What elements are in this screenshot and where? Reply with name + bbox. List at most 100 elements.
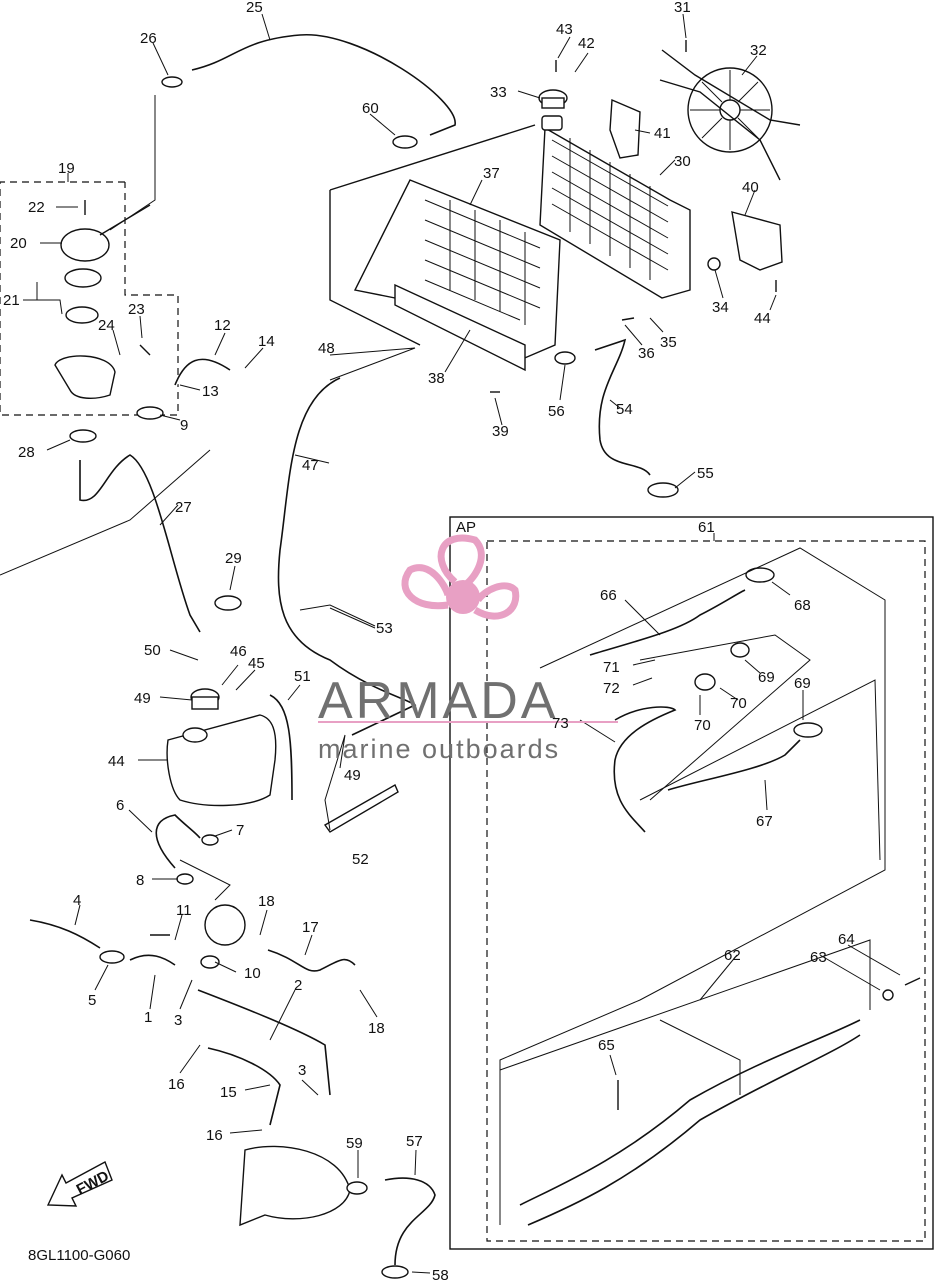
part-number-label: 9 <box>180 417 188 434</box>
part-number-label: 40 <box>742 179 759 196</box>
hose-6 <box>155 814 201 869</box>
part-number-label: 43 <box>556 21 573 38</box>
ap-group-box <box>449 516 934 1250</box>
part-number-label: 45 <box>248 655 265 672</box>
part-number-label: 39 <box>492 423 509 440</box>
part-number-label: 30 <box>674 153 691 170</box>
part-number-label: 48 <box>318 340 335 357</box>
part-number-label: 11 <box>176 902 192 919</box>
part-number-label: 37 <box>483 165 500 182</box>
part-number-label: 53 <box>376 620 393 637</box>
leader-lines <box>0 13 901 1274</box>
part-number-label: 1 <box>144 1009 152 1026</box>
group-label: AP <box>456 519 476 536</box>
part-number-label: 62 <box>724 947 741 964</box>
part-number-label: 60 <box>362 100 379 117</box>
thermostat-group-box <box>0 181 179 416</box>
hose-1 <box>129 954 176 966</box>
reservoir-tank-45 <box>166 714 277 807</box>
radiator-assembly <box>329 115 691 372</box>
part-number-label: 31 <box>674 0 691 16</box>
part-number-label: 44 <box>754 310 771 327</box>
fan-bracket-41 <box>731 211 783 271</box>
part-number-label: 73 <box>552 715 569 732</box>
hose-clamps <box>69 76 823 1279</box>
part-number-label: 36 <box>638 345 655 362</box>
hose-48 <box>277 377 417 736</box>
part-number-label: 16 <box>206 1127 223 1144</box>
part-number-label: 34 <box>712 299 729 316</box>
propeller-icon <box>401 534 520 620</box>
strip-53 <box>323 784 399 833</box>
part-number-label: 29 <box>225 550 242 567</box>
part-number-label: 14 <box>258 333 275 350</box>
hose-68 <box>667 739 801 791</box>
part-number-label: 8 <box>136 872 144 889</box>
part-number-label: 58 <box>432 1267 449 1282</box>
part-number-label: 10 <box>244 965 261 982</box>
part-number-label: 6 <box>116 797 124 814</box>
part-number-label: 13 <box>202 383 219 400</box>
part-number-label: 69 <box>794 675 811 692</box>
gasket-22 <box>64 268 102 288</box>
part-number-label: 27 <box>175 499 192 516</box>
part-number-label: 2 <box>294 977 302 994</box>
part-number-label: 65 <box>598 1037 615 1054</box>
part-number-label: 15 <box>220 1084 237 1101</box>
water-pump <box>239 1145 351 1227</box>
part-number-label: 46 <box>230 643 247 660</box>
part-number-label: 22 <box>28 199 45 216</box>
hose-26 <box>191 34 456 136</box>
hose-2 <box>197 989 331 1096</box>
hose-74 <box>613 706 677 833</box>
part-number-label: 64 <box>838 931 855 948</box>
part-number-label: 68 <box>794 597 811 614</box>
part-number-label: 18 <box>368 1020 385 1037</box>
part-number-label: 71 <box>603 659 620 676</box>
part-number-label: 67 <box>756 813 773 830</box>
part-number-label: 52 <box>352 851 369 868</box>
watermark-logo: ARMADA marine outboards <box>318 534 618 764</box>
part-number-label: 20 <box>10 235 27 252</box>
fwd-arrow-icon: FWD <box>46 1161 113 1207</box>
part-number-label: 5 <box>88 992 96 1009</box>
tank-cap-50 <box>190 688 220 710</box>
joint-9 <box>204 904 246 946</box>
part-number-label: 3 <box>298 1062 306 1079</box>
part-number-label: 26 <box>140 30 157 47</box>
cooling-fan <box>659 49 801 181</box>
part-number-label: 44 <box>108 753 125 770</box>
thermostat-housing <box>54 355 116 399</box>
part-number-label: 51 <box>294 668 311 685</box>
part-number-label: 3 <box>174 1012 182 1029</box>
part-number-label: 21 <box>3 292 20 309</box>
part-number-label: 17 <box>302 919 319 936</box>
part-number-label: 42 <box>578 35 595 52</box>
part-number-label: 33 <box>490 84 507 101</box>
bolts-and-fasteners <box>84 40 921 1110</box>
part-number-label: 70 <box>730 695 747 712</box>
part-number-label: 47 <box>302 457 319 474</box>
part-number-label: 69 <box>758 669 775 686</box>
part-number-label: 72 <box>603 680 620 697</box>
part-number-label: 32 <box>750 42 767 59</box>
hose-4 <box>29 919 101 949</box>
part-number-label: 7 <box>236 822 244 839</box>
part-number-label: 63 <box>810 949 827 966</box>
part-number-label: 24 <box>98 317 115 334</box>
hose-52 <box>269 694 293 801</box>
part-number-label: 16 <box>168 1076 185 1093</box>
part-number-label: 23 <box>128 301 145 318</box>
part-number-label: 56 <box>548 403 565 420</box>
part-number-label: 28 <box>18 444 35 461</box>
part-number-label: 55 <box>697 465 714 482</box>
pipe-assembly-63 <box>519 1019 861 1226</box>
part-number-labels: 1233456789101112131415161617181819202122… <box>3 0 855 1282</box>
diagram-code: 8GL1100-G060 <box>28 1247 130 1264</box>
radiator-cap-34 <box>538 89 568 109</box>
part-number-label: 61 <box>698 519 715 536</box>
part-number-label: 57 <box>406 1133 423 1150</box>
bracket-42 <box>609 98 641 159</box>
part-number-label: 12 <box>214 317 231 334</box>
